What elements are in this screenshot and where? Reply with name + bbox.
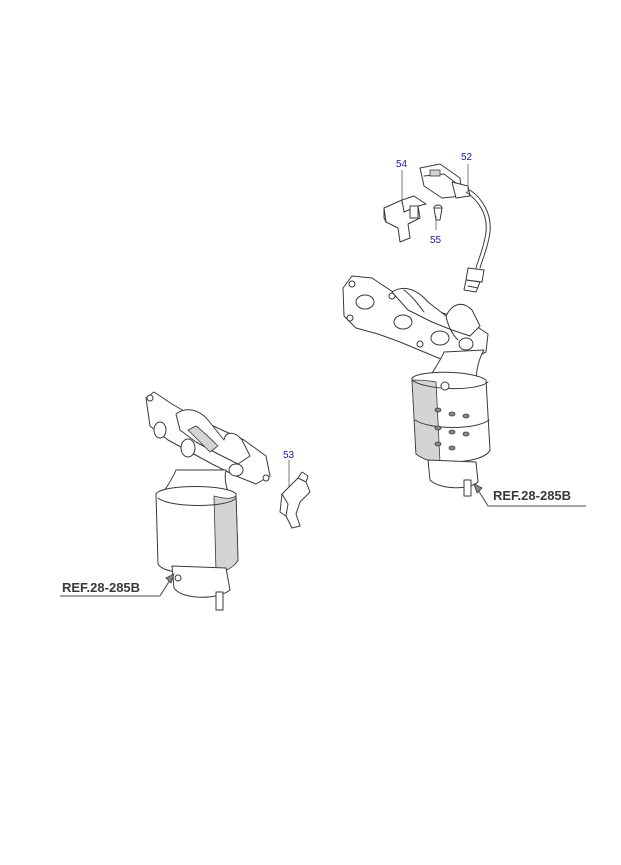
right-exhaust-manifold-assembly (342, 275, 491, 497)
ref-pointer-right (473, 483, 586, 507)
part-number-55: 55 (430, 235, 442, 246)
oxygen-sensor (419, 163, 491, 293)
heat-protector-bracket (279, 471, 311, 529)
heat-shield-dimples (434, 407, 470, 451)
ref-label-right[interactable]: REF.28-285B (493, 488, 571, 503)
leader-lines (288, 164, 469, 488)
sensor-bracket (383, 195, 427, 243)
ref-pointer-left (60, 573, 175, 597)
part-number-52: 52 (461, 152, 473, 163)
left-exhaust-manifold-assembly (145, 391, 271, 611)
bolt (433, 204, 443, 221)
ref-label-left[interactable]: REF.28-285B (62, 580, 140, 595)
part-number-53: 53 (283, 450, 295, 461)
part-number-54: 54 (396, 159, 408, 170)
